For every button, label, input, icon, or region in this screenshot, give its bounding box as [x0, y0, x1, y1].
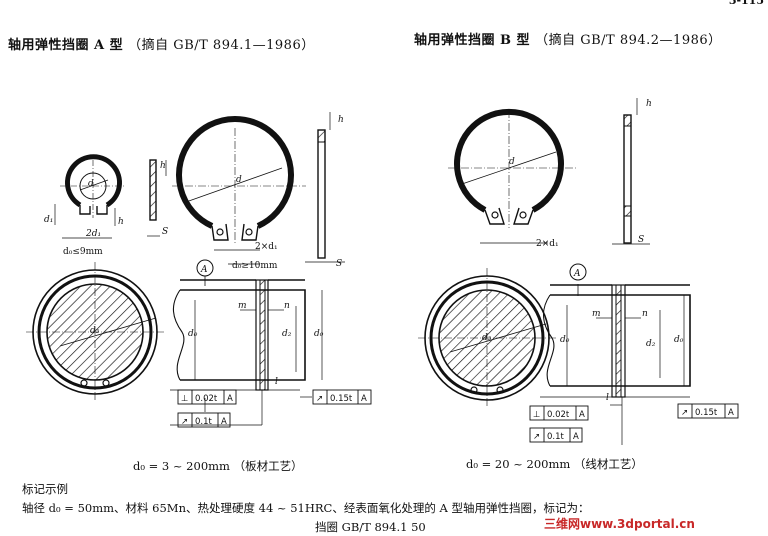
label-m-b: m: [592, 309, 601, 319]
tol-a-perp-symbol: ⊥: [181, 394, 188, 404]
label-d-large: d: [236, 175, 242, 185]
tol-b-perp-datum: A: [579, 410, 585, 420]
title-type-a: 轴用弹性挡圈 A 型 （摘自 GB/T 894.1—1986）: [8, 34, 315, 53]
label-d0-b-left: d₀: [560, 335, 570, 345]
tol-b-perp-value: 0.02t: [547, 410, 570, 420]
tol-b-run-large-datum: A: [728, 408, 734, 418]
tolerance-frames-b: [529, 403, 739, 443]
label-d-b: d: [509, 157, 515, 167]
label-d3-a: d₃: [90, 326, 100, 336]
caption-type-b: d₀ = 20 ~ 200mm （线材工艺）: [466, 457, 643, 471]
example-description: 轴径 d₀ = 50mm、材料 65Mn、热处理硬度 44 ~ 51HRC、经表…: [22, 501, 590, 515]
title-a-label: 轴用弹性挡圈 A 型: [8, 38, 124, 53]
label-h-small-side: h: [160, 161, 166, 171]
shaft-b-section-drawing: [418, 268, 556, 406]
label-datum-a: A: [200, 265, 208, 275]
label-small-range: d₀≤9mm: [63, 247, 103, 257]
label-s-b-side: S: [638, 235, 644, 245]
tol-b-run-large-value: 0.15t: [695, 408, 718, 418]
tol-b-run-small-datum: A: [573, 432, 579, 442]
tol-a-run-large-value: 0.15t: [330, 394, 353, 404]
tol-a-run-large-datum: A: [361, 394, 367, 404]
tol-a-perp-value: 0.02t: [195, 394, 218, 404]
label-n-a: n: [284, 301, 290, 311]
tol-a-run-small-symbol: ↗: [181, 417, 188, 427]
label-large-range: d₀≥10mm: [232, 261, 278, 271]
tol-b-run-large-symbol: ↗: [681, 408, 688, 418]
tol-b-perp-symbol: ⊥: [533, 410, 540, 420]
label-d-small: d: [88, 179, 94, 189]
label-m-a: m: [238, 301, 247, 311]
label-2d1-small: 2d₁: [85, 229, 101, 239]
label-2xd1-a: 2×d₁: [255, 242, 278, 252]
tol-a-run-small-datum: A: [221, 417, 227, 427]
label-l-b: l: [606, 393, 609, 403]
label-d2-a: d₂: [282, 329, 292, 339]
tol-b-run-small-symbol: ↗: [533, 432, 540, 442]
ring-b-drawing: [448, 108, 576, 244]
standard-b-label: （摘自 GB/T 894.2—1986）: [535, 33, 722, 48]
label-d0-b-right: d₀: [674, 335, 684, 345]
watermark-text: 三维网www.3dportal.cn: [544, 517, 695, 531]
ring-b-side-drawing: [612, 98, 650, 245]
label-l-a: l: [275, 377, 278, 387]
ring-a-small-drawing: [54, 154, 126, 239]
label-h-b-side: h: [646, 99, 652, 109]
ring-a-small-side-drawing: [147, 159, 167, 237]
label-s-large-side: S: [336, 259, 342, 269]
page-number: 3-115: [728, 0, 764, 7]
label-d2-b: d₂: [646, 339, 656, 349]
caption-type-a: d₀ = 3 ~ 200mm （板材工艺）: [133, 459, 303, 473]
example-heading: 标记示例: [22, 482, 68, 496]
label-d3-b: d₃: [482, 333, 492, 343]
tolerance-frames-a: [177, 389, 372, 428]
example-marking: 挡圈 GB/T 894.1 50: [315, 520, 426, 534]
label-d0-a-left: d₀: [188, 329, 198, 339]
shaft-b-longitudinal-drawing: [540, 263, 691, 445]
shaft-a-section-drawing: [26, 262, 164, 400]
ring-a-large-drawing: [172, 116, 306, 265]
label-2xd1-b: 2×d₁: [536, 239, 559, 249]
label-s-small-side: S: [162, 227, 168, 237]
title-type-b: 轴用弹性挡圈 B 型 （摘自 GB/T 894.2—1986）: [414, 29, 722, 48]
ring-a-large-side-drawing: [305, 112, 345, 263]
label-datum-b: A: [573, 269, 581, 279]
label-n-b: n: [642, 309, 648, 319]
label-h-large-side: h: [338, 115, 344, 125]
shaft-a-longitudinal-drawing: [170, 259, 323, 426]
tol-a-perp-datum: A: [227, 394, 233, 404]
label-h-small: h: [118, 217, 124, 227]
standard-a-label: （摘自 GB/T 894.1—1986）: [128, 38, 315, 53]
label-d1-small: d₁: [44, 215, 53, 225]
tol-a-run-small-value: 0.1t: [195, 417, 213, 427]
tol-b-run-small-value: 0.1t: [547, 432, 565, 442]
label-d0-a-right: d₀: [314, 329, 324, 339]
title-b-label: 轴用弹性挡圈 B 型: [414, 33, 531, 48]
tol-a-run-large-symbol: ↗: [316, 394, 323, 404]
